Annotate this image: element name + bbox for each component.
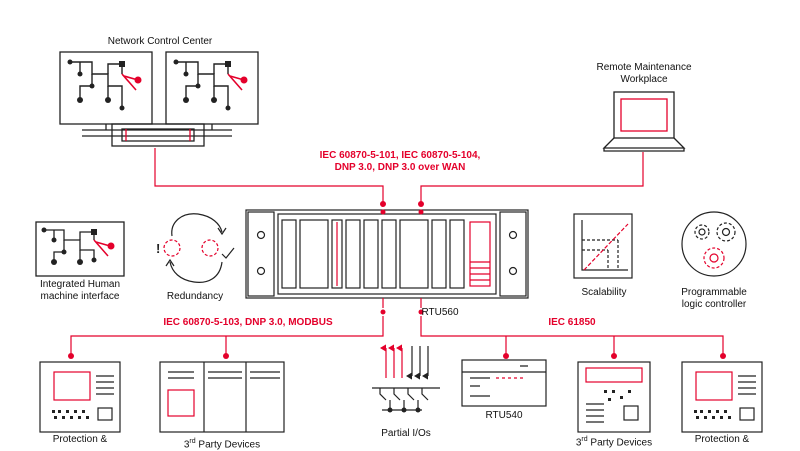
wan-protocols-label: IEC 60870-5-101, IEC 60870-5-104, DNP 3.… — [290, 150, 510, 174]
connector-dot — [380, 201, 386, 207]
hmi-line1: Integrated Human — [39, 279, 121, 290]
rtu540-icon — [461, 359, 547, 407]
partial-io-terminals — [387, 407, 421, 413]
third-party-right-rest: Party Devices — [587, 437, 653, 449]
hmi-label: Integrated Human machine interface — [20, 279, 140, 303]
third-party-keypad-right — [604, 390, 631, 401]
third-party-left-main: 3 — [183, 439, 190, 451]
rack-port-dot — [418, 209, 424, 215]
protection-device-icon-right — [681, 361, 763, 433]
field-connector-dots — [68, 309, 726, 359]
plc-line1: Programmable — [681, 287, 747, 298]
protection-right-label: Protection & — [694, 434, 750, 445]
plc-gears-icon — [681, 211, 747, 277]
field-protocols-left-label: IEC 60870-5-103, DNP 3.0, MODBUS — [163, 317, 333, 328]
protection-keypad-left — [52, 410, 89, 419]
hmi-screen-icon — [35, 221, 125, 277]
third-party-right-main: 3 — [575, 437, 582, 449]
plc-line2: logic controller — [681, 299, 747, 310]
redundancy-label: Redundancy — [166, 291, 224, 302]
partial-ios-label: Partial I/Os — [381, 428, 431, 439]
third-party-left-rest: Party Devices — [195, 439, 261, 451]
wan-protocols-line1: IEC 60870-5-101, IEC 60870-5-104, — [319, 150, 481, 161]
scalability-icon — [573, 213, 633, 279]
rtu560-rack-icon — [245, 209, 529, 299]
hmi-nodes — [41, 227, 115, 265]
plc-label: Programmable logic controller — [664, 287, 764, 311]
hmi-line2: machine interface — [40, 291, 120, 302]
remote-maintenance-line1: Remote Maintenance — [596, 62, 692, 73]
field-connection-lines — [70, 298, 724, 356]
wan-protocols-line2: DNP 3.0, DNP 3.0 over WAN — [334, 162, 466, 173]
field-protocols-right-label: IEC 61850 — [548, 317, 596, 328]
third-party-left-sup: rd — [189, 438, 196, 445]
protection-keypad-right — [694, 410, 731, 419]
scalability-label: Scalability — [581, 287, 627, 298]
wan-connection-lines — [154, 148, 644, 204]
rtu540-label: RTU540 — [485, 410, 523, 421]
rtu560-label: RTU560 — [421, 307, 459, 318]
remote-maintenance-line2: Workplace — [620, 74, 668, 85]
rack-port-dot — [380, 209, 386, 215]
connector-dot — [418, 201, 424, 207]
protection-left-label: Protection & — [52, 434, 108, 445]
third-party-device-icon-left — [159, 361, 285, 433]
third-party-right-label: 3rd Party Devices — [562, 434, 666, 449]
network-control-center-icon — [59, 51, 259, 147]
third-party-left-label: 3rd Party Devices — [162, 436, 282, 451]
partial-io-icon — [372, 344, 440, 411]
third-party-device-icon-right — [577, 361, 651, 433]
remote-maintenance-label: Remote Maintenance Workplace — [584, 62, 704, 86]
third-party-right-sup: rd — [581, 436, 588, 443]
protection-device-icon-left — [39, 361, 121, 433]
redundancy-exclamation-icon: ! — [156, 241, 160, 256]
laptop-icon — [602, 91, 686, 152]
network-control-center-label: Network Control Center — [107, 36, 213, 47]
redundancy-icon — [163, 213, 235, 283]
